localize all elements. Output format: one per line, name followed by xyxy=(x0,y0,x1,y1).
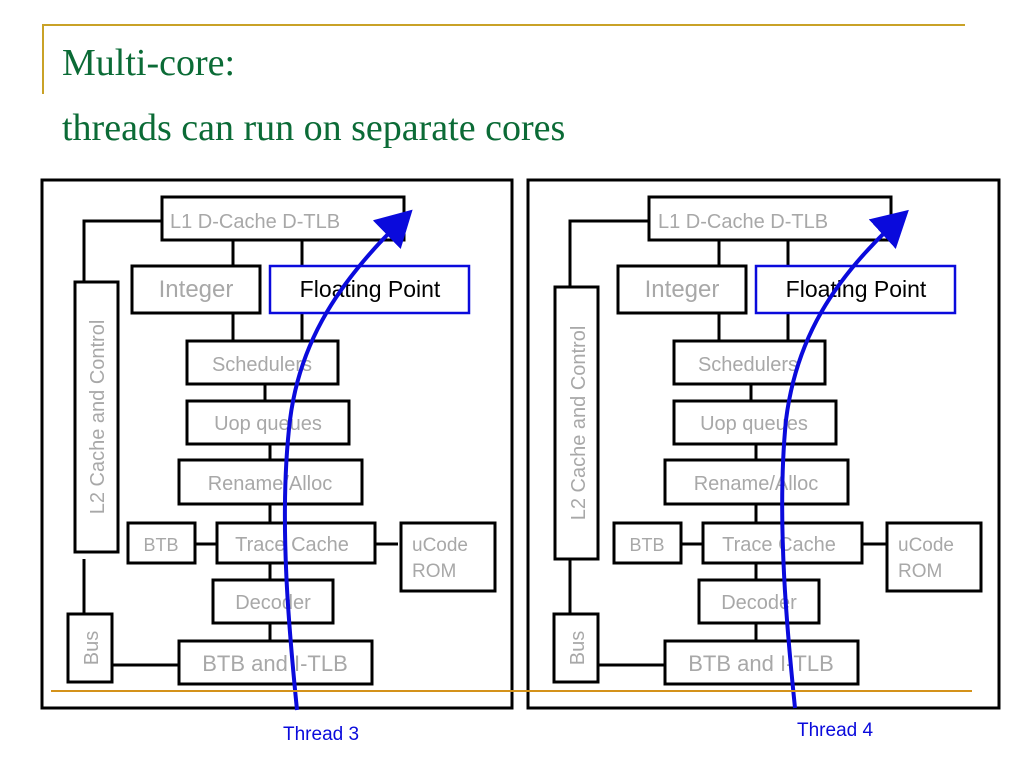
l2-cache-label: L2 Cache and Control xyxy=(87,320,109,515)
schedulers-label: Schedulers xyxy=(212,354,312,376)
uop-queues-block: Uop queues xyxy=(672,399,838,446)
ucode-label: uCode xyxy=(412,535,468,556)
trace-cache-block: Trace Cache xyxy=(215,521,377,565)
decoder-block: Decoder xyxy=(211,578,335,625)
floating-point-block: Floating Point xyxy=(268,264,471,315)
l1-dcache-block: L1 D-Cache D-TLB xyxy=(647,195,893,242)
uop-queues-label: Uop queues xyxy=(214,413,322,435)
ucode-rom-block: uCode ROM xyxy=(399,521,497,593)
btb-itlb-block: BTB and I-TLB xyxy=(177,639,374,686)
ucode-rom-block: uCode ROM xyxy=(885,521,983,593)
rename-alloc-label: Rename/Alloc xyxy=(694,473,819,495)
bus-block: Bus xyxy=(552,612,600,684)
btb-block: BTB xyxy=(126,521,197,565)
integer-block: Integer xyxy=(130,264,262,315)
thread-4-label: Thread 4 xyxy=(797,720,873,741)
floating-point-label: Floating Point xyxy=(300,276,441,302)
integer-block: Integer xyxy=(616,264,748,315)
floating-point-label: Floating Point xyxy=(786,276,927,302)
schedulers-block: Schedulers xyxy=(185,339,340,386)
title-accent-rule-left xyxy=(42,24,44,94)
core-2-wires xyxy=(568,219,886,667)
l2-cache-label: L2 Cache and Control xyxy=(568,326,590,521)
title-accent-rule-top xyxy=(42,24,965,26)
slide-title-line-1: Multi-core: xyxy=(62,42,236,84)
bus-block: Bus xyxy=(66,612,114,684)
schedulers-label: Schedulers xyxy=(698,354,798,376)
wire-l1-to-l2 xyxy=(82,219,162,282)
integer-label: Integer xyxy=(645,276,720,303)
btb-itlb-label: BTB and I-TLB xyxy=(202,651,348,676)
btb-label: BTB xyxy=(629,535,664,555)
decoder-block: Decoder xyxy=(697,578,821,625)
l2-cache-block: L2 Cache and Control xyxy=(553,285,600,561)
l1-dcache-block: L1 D-Cache D-TLB xyxy=(160,195,406,242)
l1-dcache-label: L1 D-Cache D-TLB xyxy=(658,211,828,233)
core-2-frame xyxy=(526,178,1001,710)
btb-itlb-block: BTB and I-TLB xyxy=(663,639,860,686)
rename-alloc-label: Rename/Alloc xyxy=(208,473,333,495)
trace-cache-label: Trace Cache xyxy=(722,534,836,556)
btb-label: BTB xyxy=(143,535,178,555)
l1-dcache-label: L1 D-Cache D-TLB xyxy=(170,211,340,233)
bus-label: Bus xyxy=(81,631,103,665)
schedulers-block: Schedulers xyxy=(672,339,827,386)
decoder-label: Decoder xyxy=(721,592,797,614)
l2-cache-block: L2 Cache and Control xyxy=(73,280,120,554)
uop-queues-label: Uop queues xyxy=(700,413,808,435)
uop-queues-block: Uop queues xyxy=(185,399,351,446)
ucode-label: uCode xyxy=(898,535,954,556)
trace-cache-label: Trace Cache xyxy=(235,534,349,556)
thread-3-arrow xyxy=(282,209,413,711)
floating-point-block: Floating Point xyxy=(754,264,957,315)
core-1: L1 D-Cache D-TLB Integer Floating Point … xyxy=(40,178,514,745)
btb-block: BTB xyxy=(612,521,683,565)
core-2: L1 D-Cache D-TLB Integer Floating Point … xyxy=(526,178,1001,741)
decoder-label: Decoder xyxy=(235,592,311,614)
btb-itlb-label: BTB and I-TLB xyxy=(688,651,834,676)
thread-4-arrow xyxy=(780,209,909,709)
rename-alloc-block: Rename/Alloc xyxy=(177,458,364,506)
core-1-wires xyxy=(82,219,398,667)
thread-3-label: Thread 3 xyxy=(283,724,359,745)
rename-alloc-block: Rename/Alloc xyxy=(663,458,850,506)
slide-title-line-2: threads can run on separate cores xyxy=(62,107,566,149)
integer-label: Integer xyxy=(159,276,234,303)
rom-label: ROM xyxy=(412,561,456,582)
bus-label: Bus xyxy=(567,631,589,665)
rom-label: ROM xyxy=(898,561,942,582)
wire-l1-to-l2 xyxy=(568,219,649,287)
core-1-frame xyxy=(40,178,514,710)
